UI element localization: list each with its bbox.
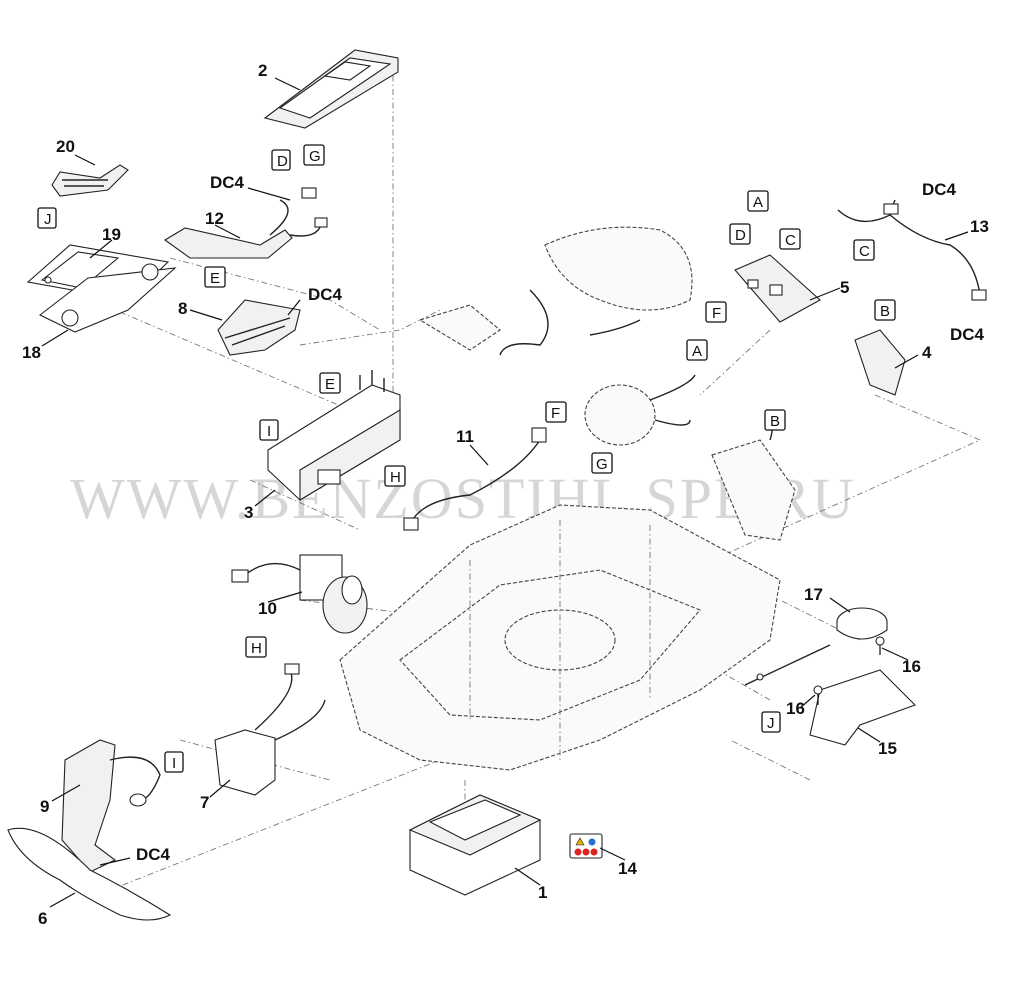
callout-19: 19: [102, 225, 121, 244]
callout-4: 4: [922, 343, 932, 362]
part-number-callouts: 2 20 19 12 18 8 3 11 10 7 9 6 1 14 5 4 1…: [22, 61, 989, 928]
dc4-label-9: DC4: [136, 845, 171, 864]
svg-text:H: H: [251, 640, 262, 657]
box-d-right: D: [729, 223, 751, 245]
dc4-label-12: DC4: [210, 173, 245, 192]
box-h-mid: H: [384, 465, 406, 487]
callout-6: 6: [38, 909, 47, 928]
part-4-board: [854, 329, 906, 396]
svg-text:C: C: [859, 243, 870, 260]
connector-letter-boxes: D G J E E I H F G A D C C F B A B H I J: [37, 144, 896, 773]
svg-text:A: A: [692, 343, 702, 360]
dc4-label-13-bottom: DC4: [950, 325, 985, 344]
part-14-warning-label: [569, 833, 603, 859]
box-c-right: C: [779, 228, 801, 250]
callout-10: 10: [258, 599, 277, 618]
part-18-gasket: [38, 263, 177, 333]
svg-text:B: B: [880, 303, 890, 320]
part-8-flat-cable: [217, 299, 301, 356]
callout-11: 11: [456, 427, 474, 446]
leader-lines: [41, 77, 969, 908]
svg-text:D: D: [735, 227, 746, 244]
box-f-mid: F: [545, 401, 567, 423]
svg-text:G: G: [596, 456, 608, 473]
callout-16-top: 16: [902, 657, 921, 676]
part-13-wire-harness: [837, 199, 987, 301]
part-5-main-pcb: [734, 254, 821, 323]
part-17-sensor-disc: [836, 607, 888, 640]
svg-text:J: J: [767, 715, 775, 732]
callout-20: 20: [56, 137, 75, 156]
part-15-mounting-bracket: [809, 669, 916, 746]
part-16-screws: [813, 636, 885, 705]
callout-3: 3: [244, 503, 253, 522]
callout-1: 1: [538, 883, 547, 902]
part-j-sensor-rod: [744, 644, 831, 686]
part-12-harness: [164, 187, 328, 259]
box-i-left: I: [164, 751, 184, 773]
box-j-right: J: [761, 711, 781, 733]
svg-text:C: C: [785, 232, 796, 249]
box-b-mid: B: [764, 409, 786, 431]
callout-15: 15: [878, 739, 897, 758]
part-7-bracket: [214, 663, 326, 796]
callout-7: 7: [200, 793, 209, 812]
callout-18: 18: [22, 343, 41, 362]
svg-text:A: A: [753, 194, 763, 211]
box-a-top: A: [747, 190, 769, 212]
svg-text:E: E: [325, 376, 335, 393]
callout-2: 2: [258, 61, 267, 80]
callout-5: 5: [840, 278, 849, 297]
part-2-cover-panel: [263, 49, 399, 129]
box-g-top: G: [303, 144, 325, 166]
part-1-battery: [408, 794, 542, 896]
callout-16-left: 16: [786, 699, 805, 718]
svg-text:B: B: [770, 413, 780, 430]
dc4-labels: DC4 DC4 DC4 DC4 DC4: [136, 173, 985, 864]
box-d-top: D: [271, 149, 291, 171]
part-9-flat-cable: [61, 739, 161, 873]
svg-text:I: I: [267, 423, 271, 440]
box-i-mid: I: [259, 419, 279, 441]
svg-text:J: J: [44, 211, 52, 228]
callout-17: 17: [804, 585, 823, 604]
box-a-mid: A: [686, 339, 708, 361]
part-11-sensor-cable: [403, 427, 547, 531]
callout-9: 9: [40, 797, 49, 816]
svg-text:F: F: [712, 305, 721, 322]
box-g-mid: G: [591, 452, 613, 474]
callout-8: 8: [178, 299, 187, 318]
box-e-left: E: [204, 266, 226, 288]
callout-13: 13: [970, 217, 989, 236]
part-20-ribbon-cable: [51, 164, 129, 197]
part-10-cutter-motor: [231, 554, 368, 634]
box-f-right: F: [705, 301, 727, 323]
box-b-right: B: [874, 299, 896, 321]
svg-text:E: E: [210, 270, 220, 287]
drive-motor-a: [584, 374, 696, 446]
dc4-label-13-top: DC4: [922, 180, 957, 199]
control-unit-assembly: [418, 226, 693, 356]
svg-text:D: D: [277, 153, 288, 170]
box-e-mid: E: [319, 372, 341, 394]
chassis-frame: [339, 504, 781, 771]
box-h-left: H: [245, 636, 267, 658]
callout-14: 14: [618, 859, 637, 878]
part-6-seal: [7, 827, 172, 921]
svg-text:I: I: [172, 755, 176, 772]
part-3-board-holder: [267, 370, 401, 501]
dc4-label-8: DC4: [308, 285, 343, 304]
svg-text:F: F: [551, 405, 560, 422]
svg-text:G: G: [309, 148, 321, 165]
callout-12: 12: [205, 209, 224, 228]
svg-text:H: H: [390, 469, 401, 486]
box-c-far: C: [853, 239, 875, 261]
box-j-left: J: [37, 207, 57, 229]
